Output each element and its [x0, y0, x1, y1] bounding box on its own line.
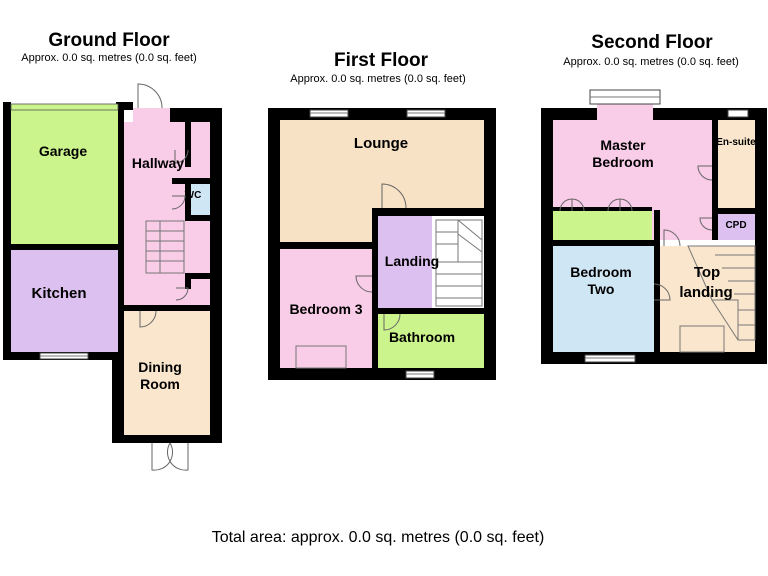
lounge-door [381, 183, 407, 209]
landing-label: Landing [385, 253, 439, 269]
front-door [137, 83, 163, 109]
lounge-label: Lounge [354, 135, 408, 152]
landing-room [378, 216, 432, 308]
master-dormer [597, 104, 653, 120]
hallway-label: Hallway [132, 155, 184, 171]
ground-floor-area: Approx. 0.0 sq. metres (0.0 sq. feet) [21, 52, 196, 64]
bedroom3-room [280, 249, 372, 368]
wall-wardrobe-top [553, 207, 652, 211]
ensuite-door [697, 165, 713, 181]
bathroom-door [383, 313, 401, 331]
ensuite-label: En-suite [716, 137, 756, 148]
first-floor: First Floor Approx. 0.0 sq. metres (0.0 … [268, 50, 496, 380]
second-floor-title: Second Floor [591, 32, 713, 53]
garage-door-bar [10, 103, 119, 111]
wall-master-bottom [553, 240, 657, 246]
master-door [663, 229, 681, 247]
wall-wc-bottom [185, 215, 210, 221]
wall-ensuite-cpd [712, 208, 755, 214]
top-landing-room [660, 246, 755, 352]
under-stairs-door [175, 287, 189, 301]
kitchen-room [11, 250, 118, 352]
second-floor-area: Approx. 0.0 sq. metres (0.0 sq. feet) [563, 56, 738, 68]
cpd-label: CPD [725, 220, 746, 231]
wall-lounge-bed3 [280, 242, 378, 249]
cpd-door [699, 217, 713, 231]
wc-door [171, 195, 186, 210]
ground-stairs [145, 220, 185, 274]
dining-label-1: Dining [138, 359, 182, 375]
wall-garage-kitchen [11, 244, 124, 250]
bedroom3-door [355, 275, 373, 293]
dining-room [124, 311, 210, 435]
bedroom3-label: Bedroom 3 [289, 301, 362, 317]
cpd-room [718, 214, 755, 240]
wall-wc-top [172, 178, 210, 184]
ground-floor: Ground Floor Approx. 0.0 sq. metres (0.0… [3, 30, 222, 471]
wall-ensuite-left [712, 120, 718, 240]
bathroom-room [378, 314, 484, 368]
french-doors [151, 442, 189, 471]
total-area: Total area: approx. 0.0 sq. metres (0.0 … [212, 529, 545, 546]
hallway-top [133, 108, 170, 122]
master-label-1: Master [600, 137, 646, 153]
landing-cupboard [679, 325, 725, 353]
wall-under-stairs [185, 273, 210, 279]
bathroom-label: Bathroom [389, 329, 455, 345]
master-label-2: Bedroom [592, 154, 653, 170]
first-floor-area: Approx. 0.0 sq. metres (0.0 sq. feet) [290, 73, 465, 85]
garage-room [11, 110, 118, 244]
bedroom-two-door [653, 283, 671, 301]
first-stairs [435, 219, 483, 307]
wall-bed2-right [654, 210, 660, 352]
second-stairs [687, 245, 756, 341]
kitchen-label: Kitchen [31, 285, 86, 302]
wall-landing-top [378, 208, 484, 216]
wc-room [191, 184, 210, 215]
wall-bed3-right [372, 208, 378, 368]
first-floor-title: First Floor [334, 50, 429, 71]
bedroom3-cupboard [295, 345, 347, 369]
dining-label-2: Room [140, 376, 180, 392]
ground-floor-title: Ground Floor [48, 30, 170, 51]
garage-label: Garage [39, 143, 87, 159]
dining-door [139, 310, 157, 328]
wc-label: WC [185, 190, 202, 201]
wardrobe-doors [559, 198, 633, 212]
wall-under-stairs-left [185, 279, 191, 289]
top-landing-label-2: landing [679, 284, 732, 301]
wall-bathroom-top [378, 308, 484, 314]
second-floor: Second Floor Approx. 0.0 sq. metres (0.0… [541, 32, 767, 364]
bedroom-two-room [553, 246, 654, 352]
wall-wc-left [185, 184, 191, 215]
top-landing-label-1: Top [694, 264, 720, 281]
wall-hall-dining [124, 305, 222, 311]
hall-cupboard-door [174, 149, 189, 164]
bedroom-two-label-2: Two [588, 281, 615, 297]
bedroom-two-label-1: Bedroom [570, 264, 631, 280]
wall-cupboard-left [185, 122, 191, 167]
ensuite-room [718, 120, 755, 208]
ensuite-window [727, 109, 749, 118]
wardrobe-area [553, 211, 652, 240]
